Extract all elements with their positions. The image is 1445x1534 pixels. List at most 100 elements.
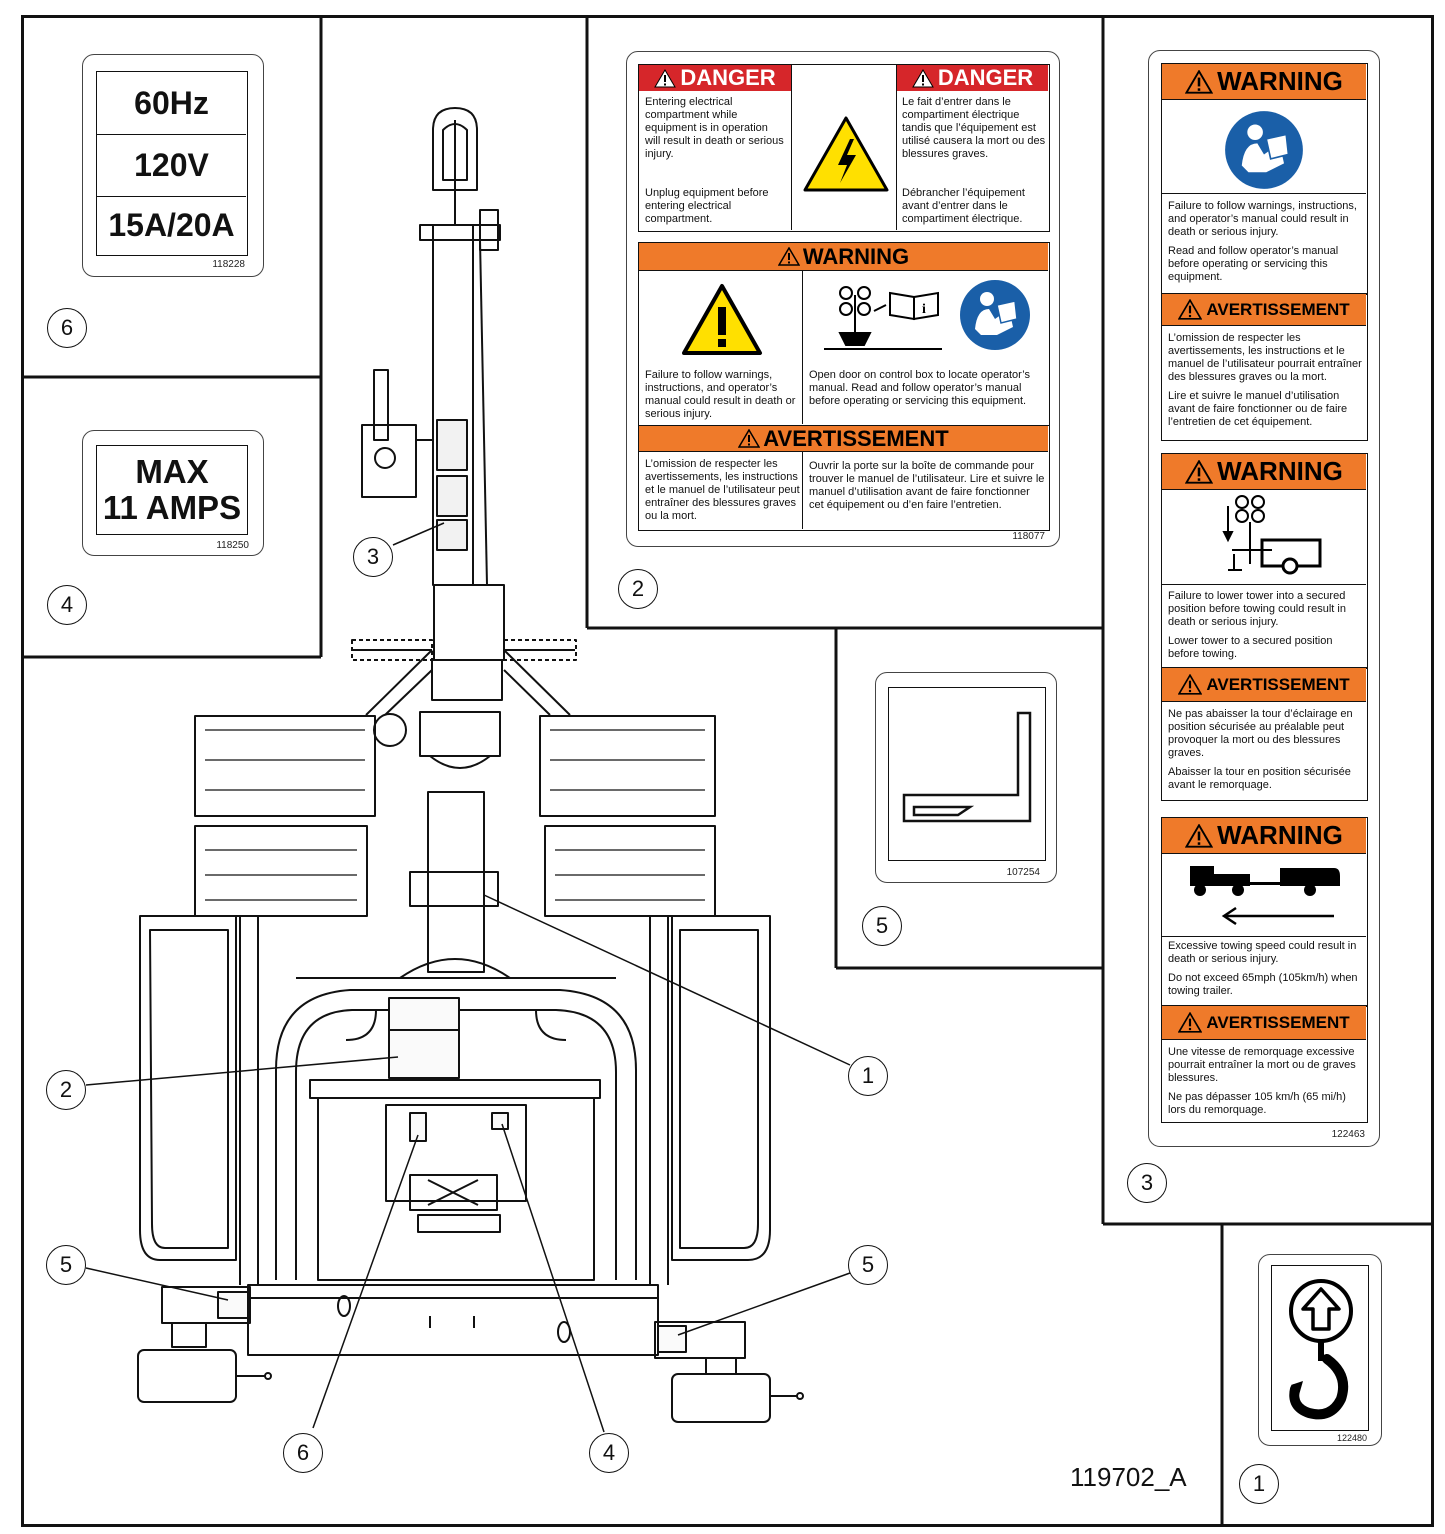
warning-tower-section: WARNING Failure to lower tower into a se… [1161, 453, 1368, 669]
callout-2-panel: 2 [618, 569, 658, 609]
avertissement-manual-section: AVERTISSEMENT L’omission de respecter le… [1161, 293, 1368, 441]
warning-2-text-2: Lower tower to a secured position before… [1168, 635, 1333, 660]
lift-hook-box [1271, 1265, 1369, 1431]
part-number: 118077 [1012, 531, 1045, 542]
forklift-pocket-icon [902, 711, 1032, 823]
decal-122463: WARNING Failure to follow warnings, inst… [1148, 50, 1380, 1147]
divider [791, 65, 792, 230]
voltage-table: 60Hz 120V 15A/20A [96, 71, 248, 256]
warning-text-left: Failure to follow warnings, instructions… [645, 369, 796, 420]
avertissement-header-1: AVERTISSEMENT [1162, 294, 1366, 326]
warning-1-text-2: Read and follow operator’s manual before… [1168, 245, 1339, 283]
voltage-cell: 120V [134, 146, 209, 183]
danger-text-en-1: Entering electrical compartment while eq… [645, 96, 784, 160]
decal-118228: 60Hz 120V 15A/20A 118228 [82, 54, 264, 277]
warning-triangle-icon [1185, 69, 1214, 94]
avertissement-towing-section: AVERTISSEMENT Une vitesse de remorquage … [1161, 1005, 1368, 1123]
warning-triangle-icon [1185, 823, 1214, 848]
towing-speed-icon [1190, 866, 1340, 926]
decal-118077: DANGER Entering electrical compartment w… [626, 51, 1060, 547]
part-number: 118228 [212, 259, 245, 270]
warning-header: WARNING [639, 243, 1048, 271]
callout-3-panel: 3 [1127, 1163, 1167, 1203]
read-manual-icon [1225, 111, 1303, 189]
callout-2-drawing: 2 [46, 1070, 86, 1110]
divider [802, 452, 803, 529]
warning-triangle-icon [1185, 459, 1214, 484]
avertissement-2-text-2: Abaisser la tour en position sécurisée a… [1168, 766, 1351, 791]
callout-5-drawing-left: 5 [46, 1245, 86, 1285]
divider [1162, 193, 1366, 194]
warning-3-text-1: Excessive towing speed could result in d… [1168, 940, 1357, 965]
danger-title-en: DANGER [680, 65, 776, 90]
max-amps-box: MAX 11 AMPS [96, 445, 248, 535]
avertissement-1-text: L’omission de respecter les avertissemen… [1168, 332, 1364, 435]
avertissement-header: AVERTISSEMENT [639, 426, 1048, 452]
lower-tower-icon [1222, 495, 1322, 575]
max-label: MAX [135, 453, 209, 490]
warning-triangle-icon [1178, 674, 1203, 695]
warning-towing-section: WARNING Excessive towing speed could res… [1161, 817, 1368, 1007]
divider [802, 271, 803, 424]
divider [1162, 584, 1366, 585]
warning-section: WARNING Failure to follow warnings, inst… [638, 242, 1050, 426]
callout-4-drawing: 4 [589, 1433, 629, 1473]
amperage-cell: 15A/20A [108, 206, 235, 243]
avertissement-title-2: AVERTISSEMENT [1206, 674, 1350, 694]
caution-triangle-icon [682, 284, 762, 355]
avertissement-tower-section: AVERTISSEMENT Ne pas abaisser la tour d’… [1161, 667, 1368, 801]
warning-triangle-icon [911, 68, 934, 87]
avertissement-1-text-1: L’omission de respecter les avertissemen… [1168, 332, 1362, 383]
avertissement-section: AVERTISSEMENT L’omission de respecter le… [638, 425, 1050, 531]
callout-1-drawing: 1 [848, 1056, 888, 1096]
warning-triangle-icon [738, 429, 761, 448]
avertissement-2-text: Ne pas abaisser la tour d’éclairage en p… [1168, 708, 1364, 798]
part-number: 122463 [1331, 1129, 1365, 1140]
part-number: 122480 [1336, 1433, 1367, 1443]
danger-text-en-2: Unplug equipment before entering electri… [645, 187, 769, 225]
callout-4-panel: 4 [47, 585, 87, 625]
lift-point-box [888, 687, 1046, 861]
warning-manual-section: WARNING Failure to follow warnings, inst… [1161, 63, 1368, 295]
drawing-number: 119702_A [1070, 1462, 1187, 1492]
avertissement-title-1: AVERTISSEMENT [1206, 299, 1350, 319]
avertissement-text-right: Ouvrir la porte sur la boîte de commande… [809, 460, 1045, 511]
danger-text-fr-1: Le fait d’entrer dans le compartiment él… [902, 96, 1046, 160]
danger-header-en: DANGER [639, 65, 791, 91]
read-manual-icon [960, 280, 1030, 350]
warning-header-2: WARNING [1162, 454, 1366, 490]
danger-header-fr: DANGER [897, 65, 1048, 91]
warning-title-3: WARNING [1217, 820, 1343, 850]
decal-107254: 107254 [875, 672, 1057, 883]
avertissement-header-2: AVERTISSEMENT [1162, 668, 1366, 702]
warning-text-right: Open door on control box to locate opera… [809, 369, 1030, 407]
warning-title: WARNING [802, 243, 910, 269]
warning-1-text-1: Failure to follow warnings, instructions… [1168, 200, 1357, 238]
callout-5-drawing-right: 5 [848, 1245, 888, 1285]
amps-label: 11 AMPS [102, 489, 242, 526]
warning-triangle-icon [1178, 299, 1203, 320]
callout-3-drawing: 3 [353, 537, 393, 577]
divider [97, 196, 246, 197]
part-number: 118250 [216, 540, 249, 551]
callout-6-panel: 6 [47, 308, 87, 348]
electrical-hazard-icon [803, 116, 889, 192]
warning-triangle-icon [654, 68, 677, 87]
divider [1162, 936, 1366, 937]
decal-118250: MAX 11 AMPS 118250 [82, 430, 264, 556]
avertissement-text-left: L’omission de respecter les avertissemen… [645, 458, 800, 522]
avertissement-3-text: Une vitesse de remorquage excessive pour… [1168, 1046, 1364, 1123]
warning-header-1: WARNING [1162, 64, 1366, 100]
warning-triangle-icon [777, 247, 800, 266]
callout-6-drawing: 6 [283, 1433, 323, 1473]
lifting-hook-icon [1289, 1279, 1353, 1420]
warning-header-3: WARNING [1162, 818, 1366, 854]
divider [97, 134, 246, 135]
avertissement-title-3: AVERTISSEMENT [1206, 1012, 1350, 1032]
avertissement-3-text-1: Une vitesse de remorquage excessive pour… [1168, 1046, 1356, 1084]
warning-3-text-2: Do not exceed 65mph (105km/h) when towin… [1168, 972, 1358, 997]
warning-3-text: Excessive towing speed could result in d… [1168, 940, 1364, 1004]
avertissement-1-text-2: Lire et suivre le manuel d’utilisation a… [1168, 390, 1348, 428]
